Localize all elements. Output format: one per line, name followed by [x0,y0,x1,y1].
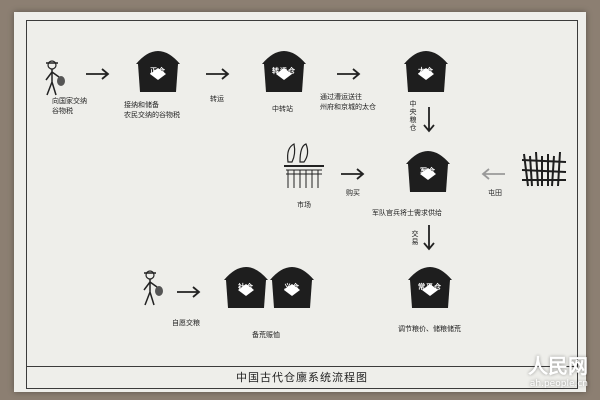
granary-zheng-label: 正仓 [150,67,166,75]
granary-zheng-icon: 正仓 [130,40,186,96]
granary-she-label: 社仓 [238,283,254,291]
arrow-right-icon [86,68,110,80]
label-regulate: 调节粮价、储粮储荒 [398,325,461,333]
arrow-down-icon [423,107,435,133]
label-zheng-desc: 接纳和储备 农民交纳的谷物税 [124,101,180,119]
arrow-right-icon [206,68,230,80]
granary-she-icon: 社仓 [218,256,274,312]
granary-zhuanyun-icon: 转运仓 [256,40,312,96]
granary-changping-label: 常平仓 [418,283,442,291]
granary-tai-icon: 太仓 [398,40,454,96]
label-central-grain: 中央粮仓 [409,100,417,132]
granary-yi-label: 义仓 [284,283,300,291]
label-zhongzhuan: 中转站 [272,105,293,113]
label-reserve: 备荒赈恤 [252,331,280,339]
farmer-figure-icon [42,60,66,102]
diagram-title: 中国古代仓廪系统流程图 [26,366,578,389]
label-transfer: 转运 [210,95,224,103]
label-trade: 交易 [411,230,419,246]
granary-yi-icon: 义仓 [264,256,320,312]
arrow-right-icon [341,168,365,180]
farmer-figure-icon [140,270,164,312]
granary-jun-label: 军仓 [420,167,436,175]
granary-jun-icon: 军仓 [400,140,456,196]
label-tai-desc: 通过漕运送往 州府和京城的太仓 [320,93,376,111]
label-purchase: 购买 [346,189,360,197]
tuntian-field-icon [520,150,568,194]
label-market: 市场 [297,201,311,209]
arrow-right-icon [177,286,201,298]
label-military-supply: 军队官兵将士需求供给 [372,209,442,217]
granary-tai-label: 太仓 [418,67,434,75]
arrow-down-icon [423,225,435,251]
arrow-right-icon [337,68,361,80]
label-farmer-tax: 向国家交纳 谷物税 [52,97,87,115]
watermark-name: 人民网 [528,354,588,378]
arrow-left-icon [481,168,505,180]
label-voluntary: 自愿交粮 [172,319,200,327]
label-tuntian: 屯田 [488,189,502,197]
diagram-frame [26,20,578,367]
granary-zhuanyun-label: 转运仓 [272,67,296,75]
market-stall-icon [280,140,328,196]
granary-changping-icon: 常平仓 [402,256,458,312]
watermark-url: ah.people.cn [529,379,588,389]
watermark: 人民网 ah.people.cn [528,350,588,389]
